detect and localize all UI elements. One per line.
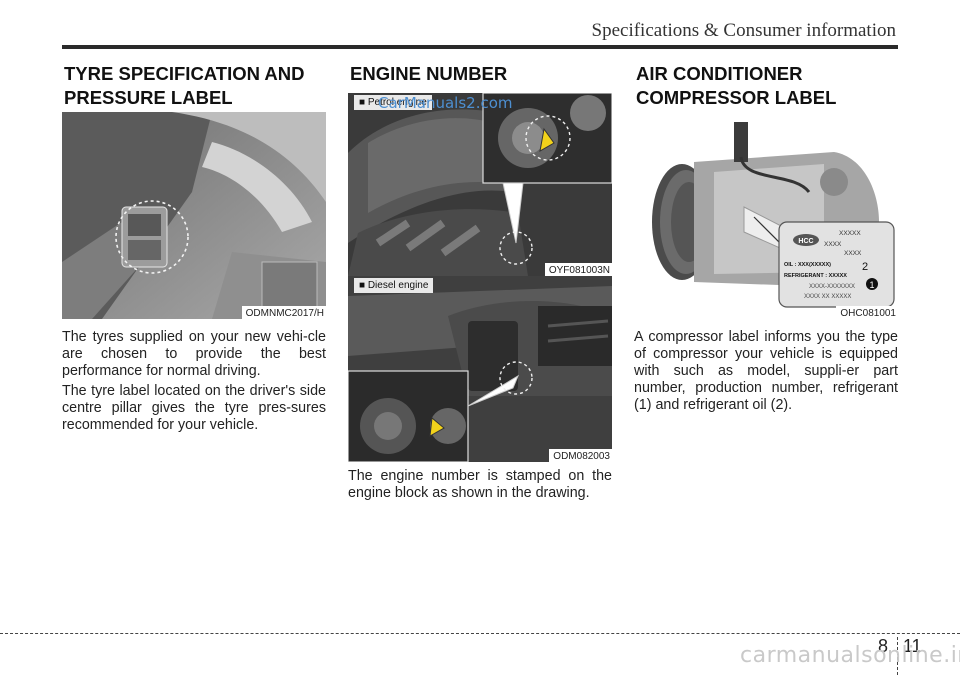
page-number-divider xyxy=(897,637,898,675)
callout-1: 1 xyxy=(869,280,874,290)
diesel-engine-tag: ■ Diesel engine xyxy=(354,278,434,293)
section-title: Specifications & Consumer information xyxy=(591,20,896,41)
footer-rule xyxy=(0,633,960,634)
diesel-image-code: ODM082003 xyxy=(549,449,612,462)
tyre-paragraph-2: The tyre label located on the driver's s… xyxy=(62,383,326,433)
compressor-illustration: HCC XXXXX XXXX XXXX OIL : XXX(XXXXX) REF… xyxy=(634,112,898,319)
header-rule xyxy=(62,45,898,49)
label-line-1: XXXXX xyxy=(839,230,861,237)
engine-section: ENGINE NUMBER ■ Petrol engine OYF081003N xyxy=(348,62,612,502)
label-line-oil: OIL : XXX(XXXXX) xyxy=(784,262,831,268)
label-line-6: XXXX-XXXXXXX xyxy=(809,284,855,290)
compressor-figure: HCC XXXXX XXXX XXXX OIL : XXX(XXXXX) REF… xyxy=(634,112,898,319)
tyre-section: TYRE SPECIFICATION AND PRESSURE LABEL OD… xyxy=(62,62,326,434)
aircon-heading: AIR CONDITIONER COMPRESSOR LABEL xyxy=(636,63,837,108)
compressor-image-code: OHC081001 xyxy=(836,306,898,319)
label-brand-text: HCC xyxy=(798,238,813,245)
label-line-2: XXXX xyxy=(824,241,842,248)
engine-body: The engine number is stamped on the engi… xyxy=(348,468,612,501)
tyre-body: The tyres supplied on your new vehi-cle … xyxy=(62,329,326,434)
callout-2: 2 xyxy=(862,261,868,273)
tyre-paragraph-1: The tyres supplied on your new vehi-cle … xyxy=(62,329,326,379)
page-number: 11 xyxy=(903,636,922,656)
label-line-7: XXXX XX XXXXX xyxy=(804,294,851,300)
petrol-engine-illustration xyxy=(348,93,612,276)
diesel-engine-illustration xyxy=(348,276,612,462)
petrol-image-code: OYF081003N xyxy=(544,263,612,276)
label-line-refrigerant: REFRIGERANT : XXXXX xyxy=(784,273,847,279)
petrol-engine-tag: ■ Petrol engine xyxy=(354,95,432,110)
door-pillar-illustration xyxy=(62,112,326,319)
tyre-label-figure: ODMNMC2017/H xyxy=(62,112,326,319)
watermark-top: CarManuals2.com xyxy=(378,94,513,112)
chapter-number: 8 xyxy=(878,636,889,656)
label-line-3: XXXX xyxy=(844,250,862,257)
diesel-engine-figure: ■ Diesel engine ODM082003 xyxy=(348,276,612,462)
aircon-body: A compressor label informs you the type … xyxy=(634,329,898,413)
engine-heading: ENGINE NUMBER xyxy=(350,63,508,84)
watermark-bottom: carmanualsonline.info xyxy=(740,643,960,668)
petrol-engine-figure: ■ Petrol engine OYF081003N xyxy=(348,93,612,276)
aircon-section: AIR CONDITIONER COMPRESSOR LABEL HCC XXX… xyxy=(634,62,898,414)
tyre-heading: TYRE SPECIFICATION AND PRESSURE LABEL xyxy=(64,63,305,108)
tyre-image-code: ODMNMC2017/H xyxy=(241,306,326,319)
